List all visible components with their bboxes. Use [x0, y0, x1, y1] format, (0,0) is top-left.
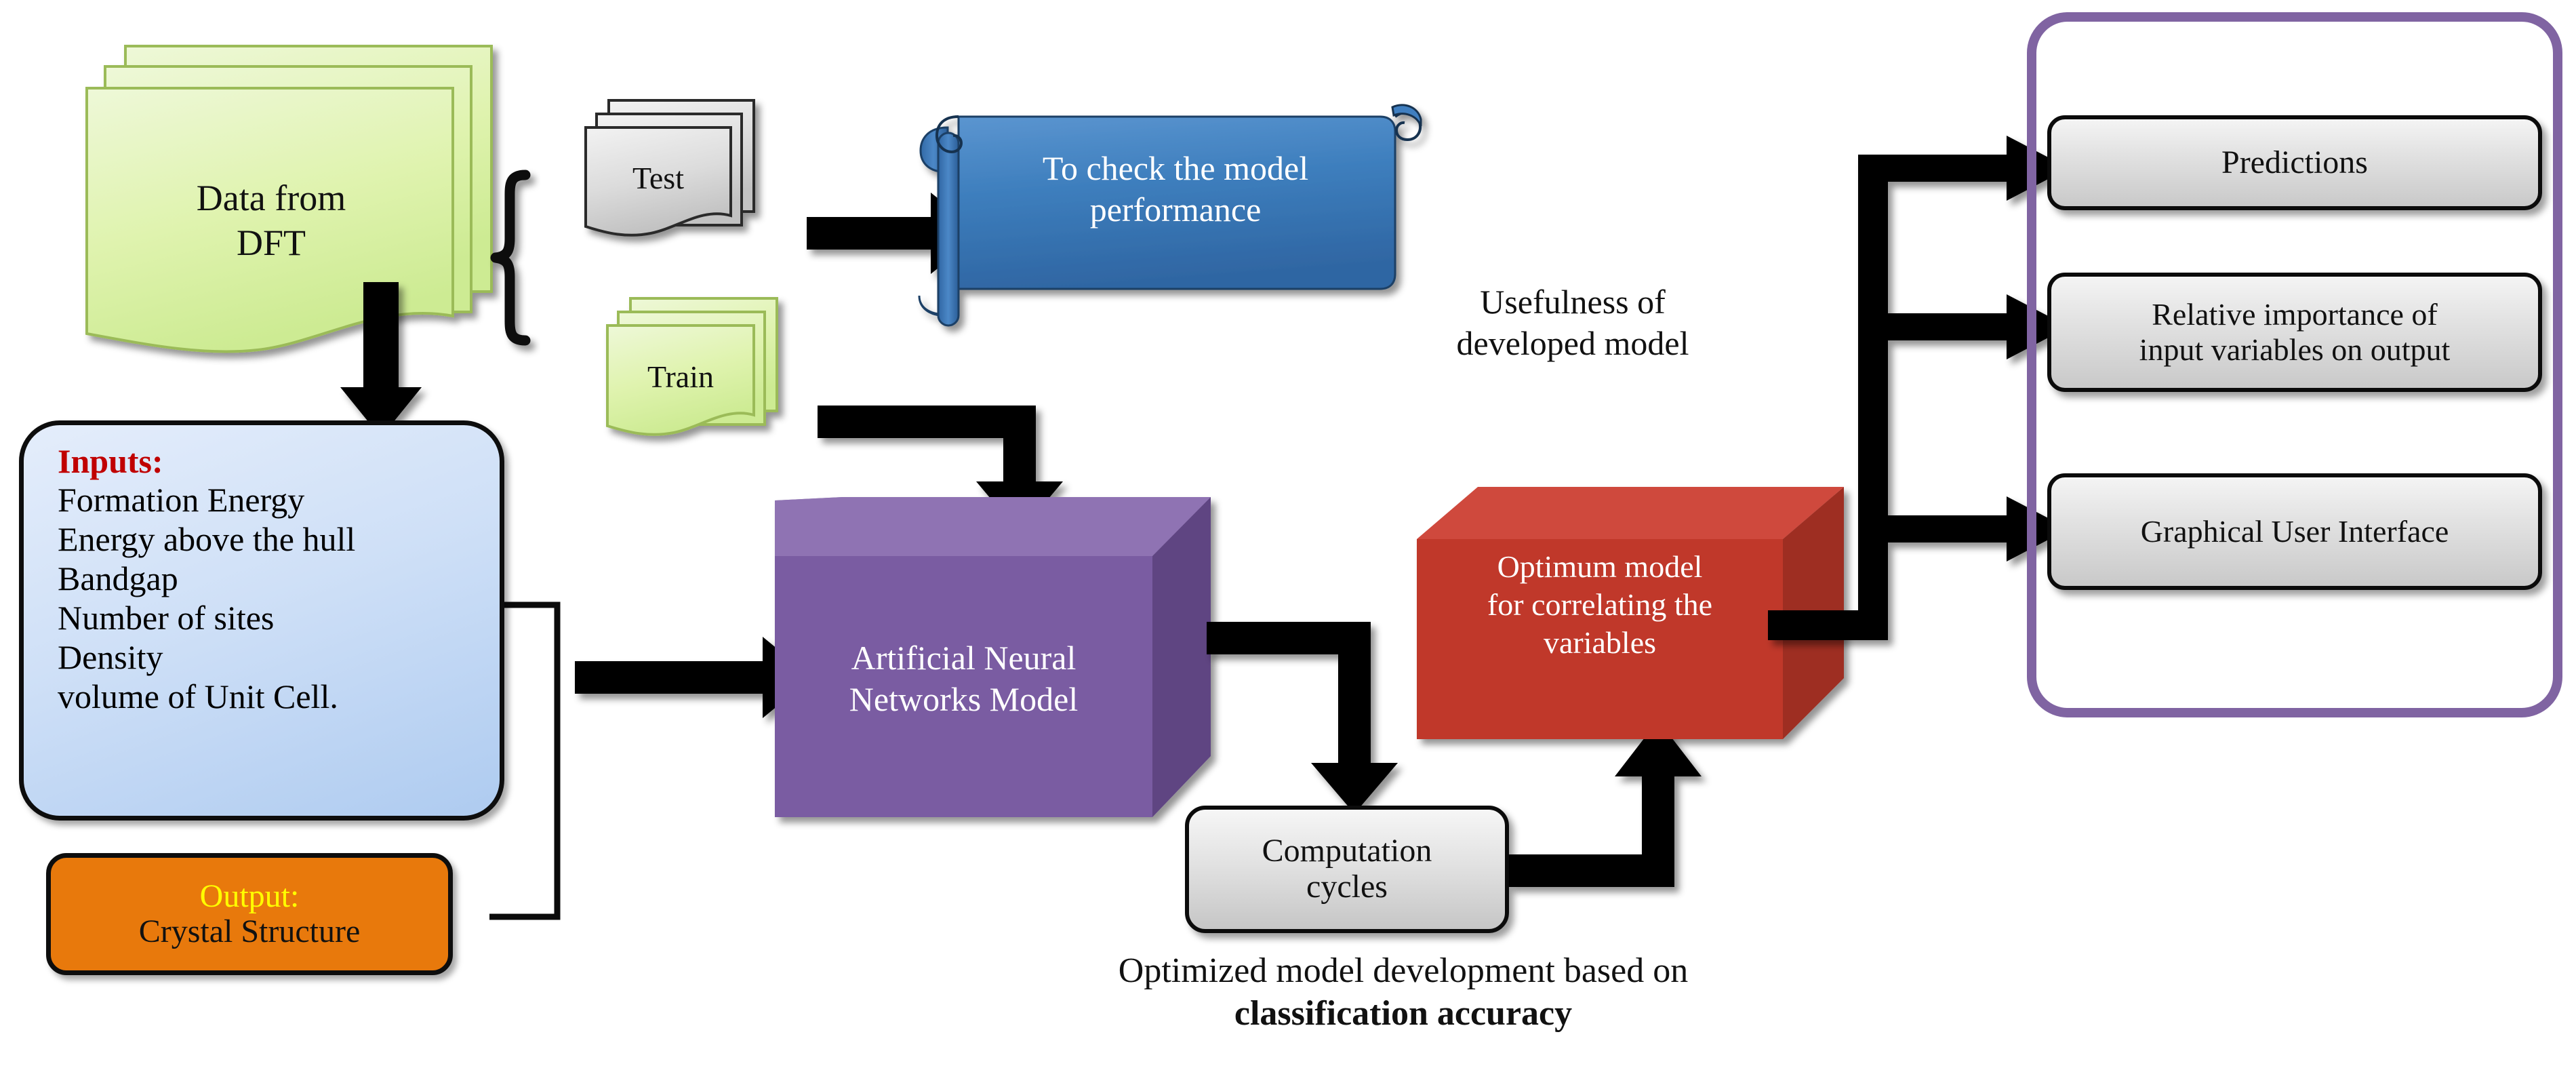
output-value: Crystal Structure — [138, 913, 361, 949]
result-box-gui[interactable]: Graphical User Interface — [2047, 473, 2542, 590]
inputs-title: Inputs: — [58, 442, 163, 480]
arrow-ann-to-computation — [1207, 622, 1398, 814]
inputs-item-1: Energy above the hull — [58, 520, 356, 558]
optimum-line1: Optimum model — [1497, 549, 1703, 584]
computation-line1: Computation — [1262, 833, 1432, 869]
output-box: Output: Crystal Structure — [46, 853, 453, 975]
inputs-item-3: Number of sites — [58, 599, 275, 637]
train-stack-label: Train — [647, 359, 714, 394]
train-stack — [606, 297, 778, 436]
ann-model-label: Artificial Neural Networks Model — [775, 637, 1152, 720]
ann-line2: Networks Model — [849, 680, 1079, 718]
result-relative-importance-line1: Relative importance of — [2152, 296, 2438, 332]
split-brace — [490, 170, 531, 346]
result-box-predictions[interactable]: Predictions — [2047, 115, 2542, 210]
inputs-item-5: volume of Unit Cell. — [58, 677, 338, 715]
test-stack — [584, 99, 755, 237]
result-predictions-label: Predictions — [2221, 144, 2368, 180]
optimum-cube — [1417, 487, 1844, 739]
usefulness-annotation: Usefulness of developed model — [1410, 281, 1735, 364]
usefulness-line1: Usefulness of — [1480, 283, 1666, 321]
test-stack-label: Test — [632, 161, 684, 195]
data-from-dft-line1: Data from — [196, 178, 346, 218]
inputs-box: Inputs: Formation Energy Energy above th… — [19, 420, 504, 821]
result-gui-label: Graphical User Interface — [2140, 513, 2449, 549]
usefulness-line2: developed model — [1456, 324, 1689, 362]
arrow-inputs-to-ann — [575, 637, 812, 718]
optimized-caption-line1: Optimized model development based on — [1118, 951, 1689, 990]
arrow-dft-to-inputs — [340, 282, 422, 437]
inputs-item-2: Bandgap — [58, 559, 178, 597]
output-title: Output: — [199, 878, 300, 915]
results-container — [2027, 12, 2562, 717]
ann-cube — [775, 497, 1211, 817]
inputs-output-join-line — [489, 601, 561, 920]
inputs-item-0: Formation Energy — [58, 481, 305, 519]
scroll-line1: To check the model — [1042, 149, 1309, 187]
optimum-model-label: Optimum model for correlating the variab… — [1417, 548, 1783, 662]
optimum-line3: variables — [1543, 625, 1657, 660]
inputs-item-4: Density — [58, 638, 163, 676]
scroll-line2: performance — [1089, 191, 1262, 229]
ann-line1: Artificial Neural — [851, 639, 1076, 677]
optimized-caption: Optimized model development based on cla… — [976, 949, 1830, 1035]
computation-cycles-box: Computation cycles — [1185, 806, 1509, 933]
data-from-dft-label: Data from DFT — [102, 176, 441, 266]
optimized-caption-line2: classification accuracy — [1234, 994, 1573, 1033]
result-box-relative-importance[interactable]: Relative importance of input variables o… — [2047, 273, 2542, 392]
scroll-shape — [918, 104, 1422, 327]
data-from-dft-line2: DFT — [236, 222, 306, 263]
optimum-line2: for correlating the — [1487, 587, 1713, 623]
arrow-optimum-to-results — [1768, 136, 2069, 640]
scroll-label: To check the model performance — [965, 148, 1386, 231]
arrow-computation-to-optimum — [1508, 720, 1702, 887]
result-relative-importance-line2: input variables on output — [2139, 332, 2451, 367]
data-from-dft-stack — [85, 45, 493, 353]
computation-line2: cycles — [1306, 869, 1388, 905]
